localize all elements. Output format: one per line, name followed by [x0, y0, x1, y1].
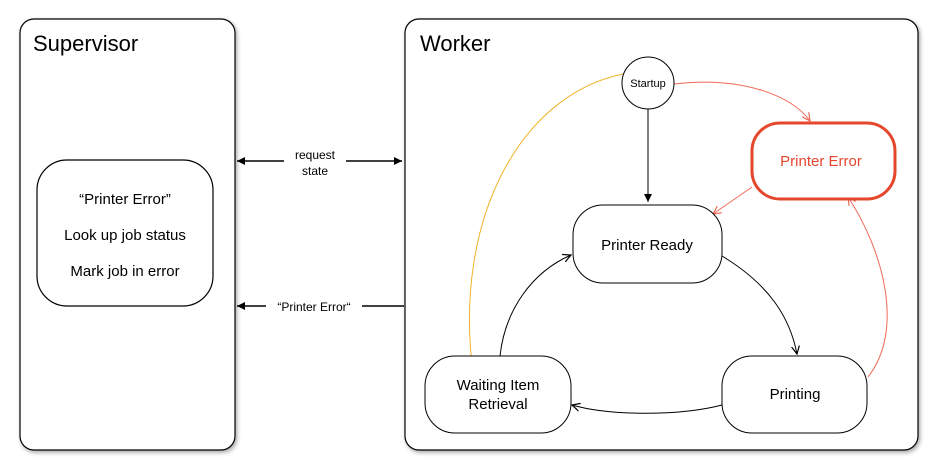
edge-error-to-ready [713, 186, 753, 214]
message-request-state: request state [237, 146, 402, 180]
state-printer-ready: Printer Ready [572, 204, 723, 284]
worker-title: Worker [420, 31, 491, 56]
edge-waiting-to-ready [499, 255, 571, 357]
state-printer-error-label: Printer Error [780, 153, 862, 170]
edge-printing-to-error [848, 197, 888, 378]
supervisor-line-error: “Printer Error” [79, 191, 171, 208]
state-printer-error: Printer Error [750, 121, 897, 201]
request-state-label-line1: request [295, 148, 336, 162]
supervisor-action-box [36, 159, 214, 307]
state-waiting-item-retrieval: Waiting Item Retrieval [424, 355, 572, 434]
supervisor-line-mark: Mark job in error [70, 263, 179, 280]
supervisor-panel: Supervisor “Printer Error” Look up job s… [19, 18, 236, 451]
edge-printing-to-waiting [572, 405, 723, 414]
state-waiting-label-line1: Waiting Item [457, 377, 540, 394]
printer-error-message-label: “Printer Error“ [277, 300, 350, 314]
request-state-label-line2: state [302, 164, 328, 178]
state-startup: Startup [621, 56, 675, 110]
edge-startup-to-error [673, 81, 810, 121]
edge-ready-to-printing [721, 255, 797, 354]
supervisor-title: Supervisor [33, 31, 138, 56]
transitions [469, 73, 888, 414]
state-waiting-label-line2: Retrieval [468, 396, 527, 413]
supervisor-line-lookup: Look up job status [64, 227, 186, 244]
state-printer-ready-label: Printer Ready [601, 237, 693, 254]
state-printing: Printing [721, 355, 868, 434]
state-printing-label: Printing [770, 386, 821, 403]
edge-startup-to-waiting [469, 73, 624, 373]
message-printer-error: “Printer Error“ [237, 298, 404, 314]
state-startup-label: Startup [630, 78, 665, 90]
